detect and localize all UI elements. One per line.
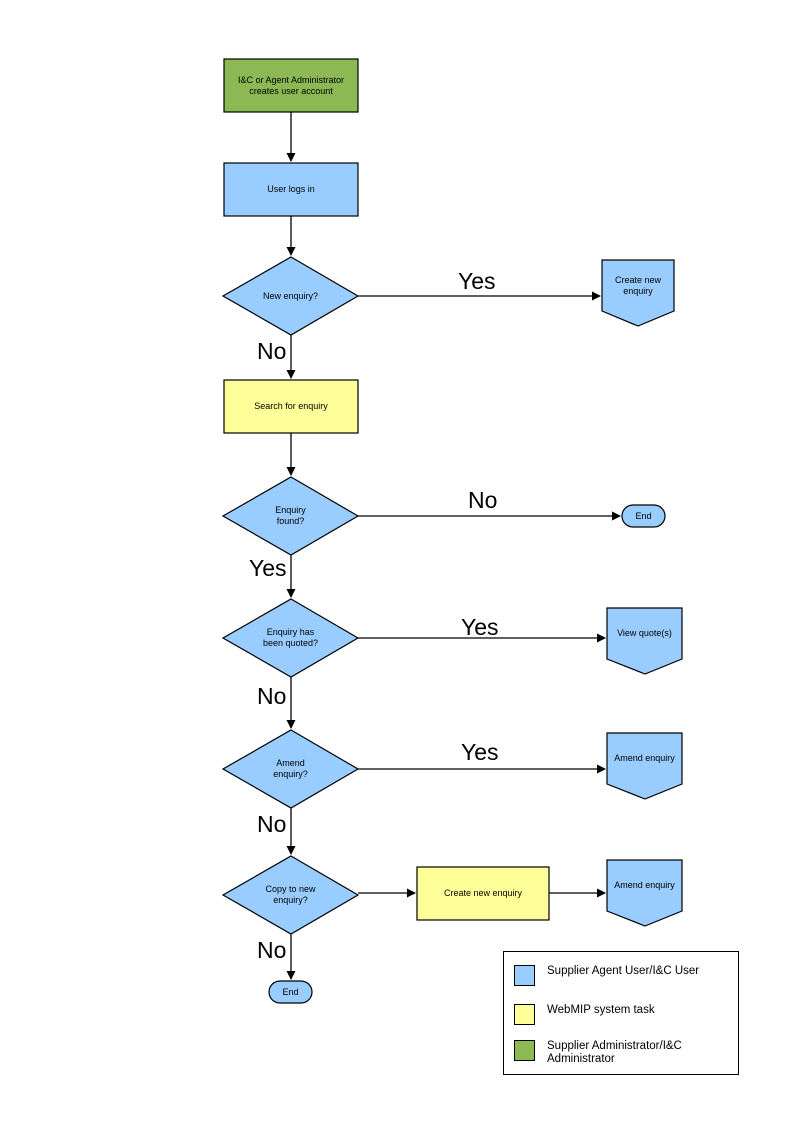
- node-create-new-enquiry-1[interactable]: [601, 259, 675, 327]
- node-enquiry-quoted-decision[interactable]: [221, 598, 360, 678]
- node-search-for-enquiry[interactable]: [223, 379, 359, 434]
- node-copy-to-new-enquiry-decision[interactable]: [221, 855, 360, 935]
- node-admin-creates-account[interactable]: [223, 58, 359, 113]
- nodes-group: [221, 58, 683, 1004]
- legend-label-supplier-administrator: Supplier Administrator/I&C Administrator: [547, 1040, 682, 1065]
- node-amend-enquiry-1[interactable]: [606, 732, 683, 800]
- node-amend-enquiry-decision[interactable]: [221, 729, 360, 809]
- node-view-quotes[interactable]: [606, 607, 683, 675]
- node-create-new-enquiry-2[interactable]: [416, 866, 550, 921]
- legend-item-supplier-administrator: Supplier Administrator/I&C Administrator: [514, 1040, 682, 1066]
- legend: Supplier Agent User/I&C User WebMIP syst…: [503, 951, 739, 1075]
- legend-item-webmip-system-task: WebMIP system task: [514, 1004, 655, 1025]
- node-user-logs-in[interactable]: [223, 162, 359, 217]
- legend-item-supplier-agent-user: Supplier Agent User/I&C User: [514, 965, 699, 986]
- node-amend-enquiry-2[interactable]: [606, 859, 683, 927]
- connectors-group: [286, 112, 621, 980]
- legend-label-supplier-agent-user: Supplier Agent User/I&C User: [547, 965, 700, 977]
- legend-swatch-blue-icon: [514, 965, 535, 986]
- legend-swatch-green-icon: [514, 1040, 535, 1061]
- node-end-terminator-2[interactable]: [268, 980, 313, 1004]
- node-enquiry-found-decision[interactable]: [221, 476, 360, 556]
- legend-label-webmip-system-task: WebMIP system task: [547, 1004, 655, 1016]
- node-end-terminator-1[interactable]: [621, 504, 666, 528]
- legend-swatch-yellow-icon: [514, 1004, 535, 1025]
- node-new-enquiry-decision[interactable]: [221, 256, 360, 336]
